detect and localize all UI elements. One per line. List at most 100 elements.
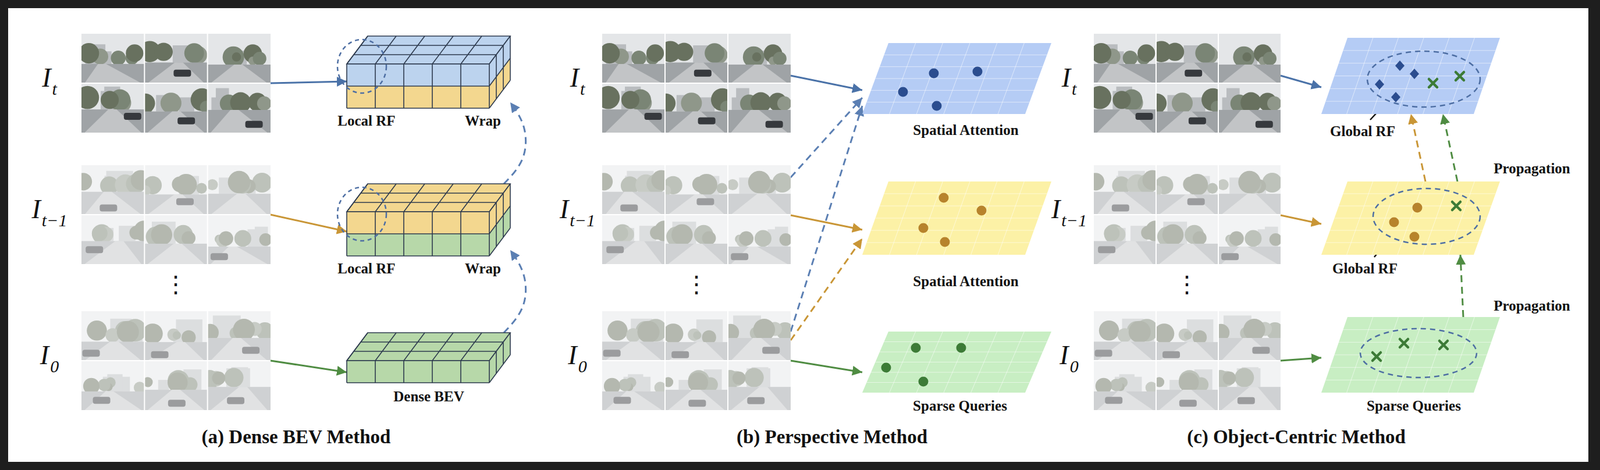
tree xyxy=(621,90,640,109)
receptive-field-ring xyxy=(1367,51,1481,108)
camera-mosaic xyxy=(74,165,272,265)
road xyxy=(1096,64,1153,84)
caption-holder: Sparse Queries xyxy=(912,397,1008,415)
query-dot xyxy=(956,343,967,354)
sky xyxy=(727,33,791,84)
fade-veil xyxy=(602,165,791,265)
shape-art xyxy=(1321,181,1500,255)
tree xyxy=(752,52,762,62)
shape-caption: Global RF xyxy=(1332,260,1398,278)
camera-image: It−1 xyxy=(1044,165,1281,265)
ground xyxy=(727,109,791,133)
tree xyxy=(125,44,144,62)
camera-view xyxy=(1150,33,1219,84)
shape-art xyxy=(1321,37,1500,115)
query-diamond xyxy=(1391,91,1401,103)
query-dot xyxy=(1389,217,1400,228)
plane-surface xyxy=(862,181,1052,255)
road xyxy=(210,109,268,133)
ellipsis-mark: ⋮ xyxy=(684,271,709,298)
tree xyxy=(1112,90,1131,109)
road xyxy=(1221,64,1278,84)
shape-art xyxy=(1044,311,1281,411)
tree xyxy=(704,43,725,63)
tree xyxy=(1122,50,1139,66)
edge-label: Wrap xyxy=(464,260,501,278)
fade-veil xyxy=(1093,311,1281,411)
shape-art xyxy=(346,183,511,256)
shape-art xyxy=(862,43,1052,115)
tree xyxy=(750,92,772,114)
propagated-query xyxy=(1372,352,1381,361)
car xyxy=(177,117,195,125)
camera-image: It−1 xyxy=(552,165,791,265)
query-dot xyxy=(1409,232,1420,243)
caption-holder: Global RF xyxy=(1332,260,1398,278)
edge-label: Propagation xyxy=(1493,160,1571,178)
frame-symbol: I xyxy=(1061,64,1071,92)
shape-caption: Global RF xyxy=(1330,123,1396,141)
query-diamond xyxy=(1395,60,1405,71)
propagated-query xyxy=(1455,72,1464,81)
propagated-query xyxy=(1439,340,1448,350)
temporal-arrow xyxy=(503,250,526,333)
receptive-field-ring xyxy=(337,187,387,241)
shape-caption: Sparse Queries xyxy=(1366,397,1461,415)
tree xyxy=(599,43,620,64)
cube-front xyxy=(346,64,490,87)
camera-image: I0 xyxy=(552,311,791,411)
query-plane: Spatial Attention xyxy=(862,43,1052,115)
camera-view xyxy=(659,33,728,84)
tree xyxy=(135,93,156,114)
ground xyxy=(207,109,271,133)
tree xyxy=(1165,42,1184,61)
ground xyxy=(602,64,666,84)
tree xyxy=(154,42,173,61)
tree xyxy=(655,93,676,114)
car xyxy=(698,117,716,125)
car xyxy=(173,69,191,77)
temporal-arrow xyxy=(503,102,526,184)
cube-top xyxy=(346,183,511,212)
cube-front xyxy=(346,86,490,109)
cube-front xyxy=(346,211,490,234)
frame-label: I0 xyxy=(40,342,59,369)
query-dot xyxy=(1412,203,1423,213)
car xyxy=(694,69,712,77)
shape-caption: Sparse Queries xyxy=(912,397,1008,415)
shape-art xyxy=(1044,33,1281,133)
camera-image: I0 xyxy=(1044,311,1281,411)
shape-caption: Local RF xyxy=(337,260,396,278)
camera-image: I0 xyxy=(17,311,271,411)
caption-holder: Sparse Queries xyxy=(1366,397,1461,415)
plane-surface xyxy=(1321,37,1500,115)
frame-symbol: I xyxy=(1051,196,1061,223)
tree xyxy=(596,86,620,110)
tree xyxy=(232,52,242,62)
plane-surface xyxy=(1321,181,1500,255)
camera-mosaic xyxy=(596,33,792,133)
ground xyxy=(665,111,728,133)
camera-image: It xyxy=(1044,33,1281,133)
cube-side xyxy=(489,332,511,383)
frame-subscript: 0 xyxy=(1069,357,1079,376)
view-separator xyxy=(602,33,791,133)
ellipsis-mark: ⋮ xyxy=(1175,271,1199,298)
plane-grid xyxy=(866,331,1048,393)
panel-caption: (c) Object-Centric Method xyxy=(1186,426,1406,449)
road xyxy=(605,109,662,133)
frame-label: It xyxy=(1061,64,1077,92)
car xyxy=(1255,121,1274,128)
shape-caption: Spatial Attention xyxy=(912,122,1019,140)
frame-label: It xyxy=(41,64,58,92)
feature-arrow xyxy=(1280,75,1322,88)
tree xyxy=(110,50,126,66)
frame-label: It xyxy=(570,64,586,92)
query-dot xyxy=(918,223,929,234)
caption-holder: Local RF xyxy=(337,260,396,278)
tree xyxy=(1171,92,1193,114)
road xyxy=(1158,62,1215,84)
road xyxy=(147,111,205,133)
view-separator xyxy=(1093,33,1281,133)
label-holder: ⋮ xyxy=(164,271,188,298)
